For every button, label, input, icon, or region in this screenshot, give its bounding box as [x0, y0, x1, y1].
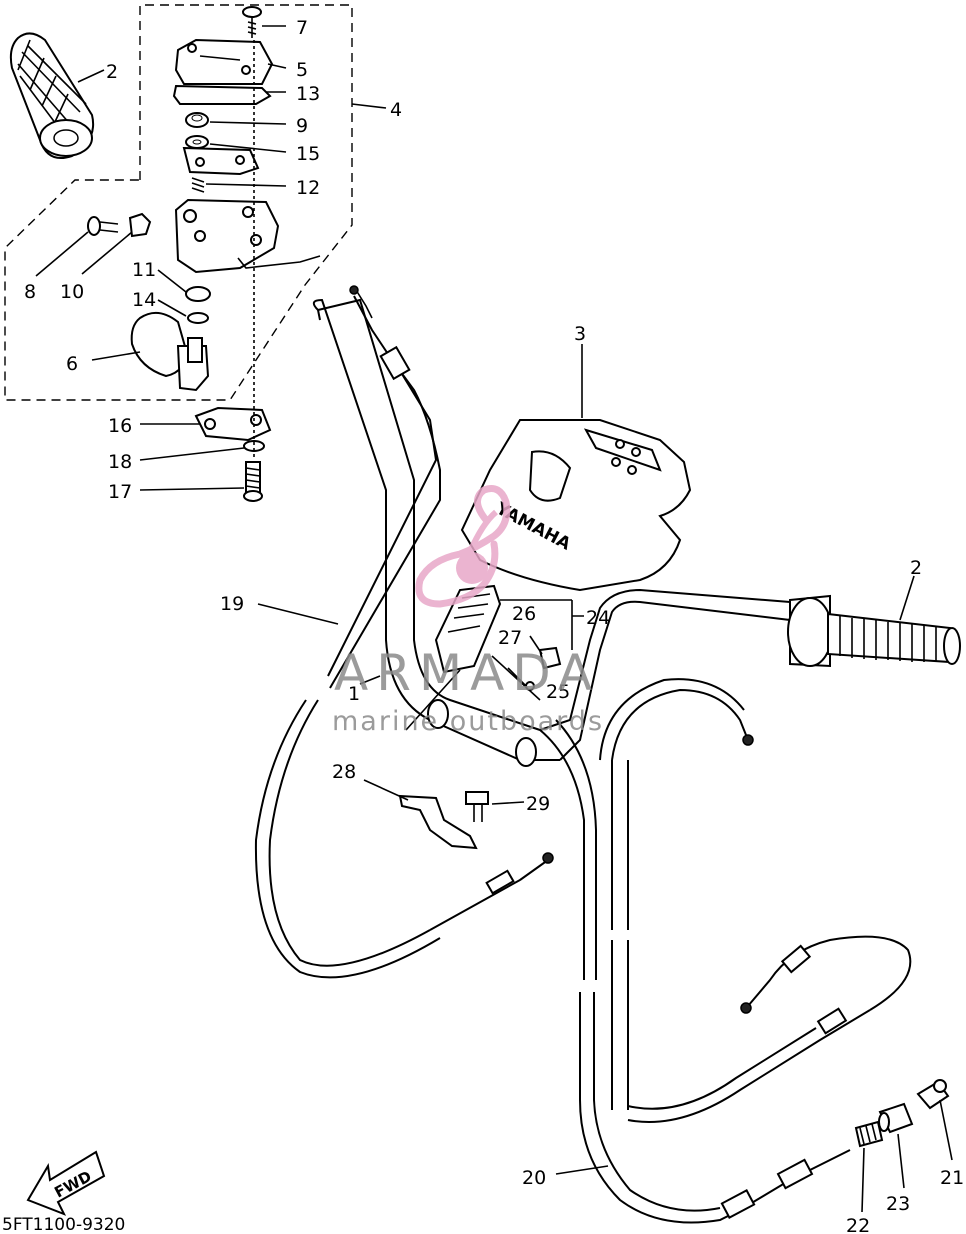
callout-labels: 1 2 2 3 4 5 6 7 8 9 10 11 12 13 14 15 16… [24, 17, 964, 1234]
bolt-17 [243, 461, 263, 502]
clamp-16 [194, 406, 272, 442]
callout-20: 20 [522, 1167, 546, 1189]
callout-8: 8 [24, 281, 36, 303]
callout-27: 27 [498, 627, 522, 649]
callout-14: 14 [132, 289, 156, 311]
brake-cable-rear [599, 678, 912, 1123]
callout-2-left: 2 [106, 61, 118, 83]
callout-4: 4 [390, 99, 402, 121]
callout-12: 12 [296, 177, 320, 199]
washer-14 [187, 312, 209, 324]
callout-16: 16 [108, 415, 132, 437]
callout-6: 6 [66, 353, 78, 375]
nut-11 [185, 286, 211, 302]
handlebar-cover: YAMAHA [460, 419, 692, 592]
throttle-cable-19 [254, 285, 554, 979]
gasket-13 [172, 84, 272, 105]
callout-22: 22 [846, 1215, 870, 1234]
callout-11: 11 [132, 259, 156, 281]
callout-3: 3 [574, 323, 586, 345]
watermark-brand: ARMADA [334, 644, 600, 702]
callout-1: 1 [348, 683, 360, 705]
callout-26: 26 [512, 603, 536, 625]
nut-9 [185, 112, 209, 128]
spring-12 [191, 177, 205, 193]
spring-22 [854, 1120, 884, 1148]
washer-15 [185, 135, 209, 149]
bolt-29 [465, 791, 489, 822]
callout-24: 24 [586, 607, 610, 629]
callout-28: 28 [332, 761, 356, 783]
callout-2-right: 2 [910, 557, 922, 579]
thumb-lever-6 [130, 311, 210, 392]
callout-21: 21 [940, 1167, 964, 1189]
brake-cable-20 [539, 719, 851, 1224]
callout-18: 18 [108, 451, 132, 473]
bracket-28 [398, 794, 478, 850]
right-grip [787, 594, 961, 668]
callout-9: 9 [296, 115, 308, 137]
callout-5: 5 [296, 59, 308, 81]
callout-10: 10 [60, 281, 84, 303]
watermark: ARMADA marine outboards [332, 485, 604, 737]
switch-connector [434, 584, 562, 701]
callout-29: 29 [526, 793, 550, 815]
callout-7: 7 [296, 17, 308, 39]
collar-23 [878, 1102, 914, 1134]
leader-lines [35, 25, 953, 1213]
left-grip [9, 32, 94, 159]
fwd-arrow: FWD [26, 1150, 106, 1216]
callout-15: 15 [296, 143, 320, 165]
assembly-outline-throttle [4, 4, 353, 401]
callout-19: 19 [220, 593, 244, 615]
lever-plate [182, 146, 260, 176]
callout-23: 23 [886, 1193, 910, 1215]
screw-7 [242, 6, 262, 38]
diagram-code: 5FT1100-9320 [2, 1215, 125, 1234]
screw-8 [87, 216, 119, 236]
adjuster-21 [916, 1079, 950, 1110]
callout-13: 13 [296, 83, 320, 105]
callout-17: 17 [108, 481, 132, 503]
throttle-housing [174, 198, 321, 274]
nut-10 [128, 212, 152, 238]
watermark-logo [415, 485, 511, 608]
callout-25: 25 [546, 681, 570, 703]
watermark-tagline: marine outboards [332, 706, 604, 737]
cover-5 [174, 38, 274, 85]
